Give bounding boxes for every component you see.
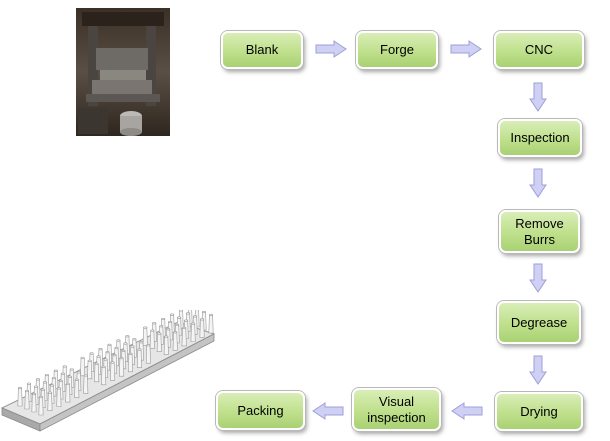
heat-sink-image [0,310,215,432]
step-packing-label: Packing [237,402,284,418]
arrow-down-icon [529,168,547,198]
step-degrease: Degrease [497,301,581,344]
step-remove-burrs-label: Remove Burrs [515,215,564,247]
step-visual-inspection: Visual inspection [352,388,441,431]
arrow-right-icon [450,40,482,58]
forging-press-photo [76,8,170,136]
step-drying: Drying [495,392,583,431]
step-inspection: Inspection [498,119,582,157]
step-inspection-label: Inspection [510,130,570,145]
arrow-down-icon [529,82,547,112]
step-forge-label: Forge [380,42,414,57]
arrow-down-icon [529,355,547,385]
step-drying-label: Drying [520,403,558,419]
arrow-down-icon [529,263,547,293]
step-packing: Packing [216,391,305,430]
arrow-right-icon [315,40,347,58]
step-blank: Blank [221,31,303,69]
step-visual-inspection-label: Visual inspection [367,393,426,425]
step-blank-label: Blank [245,42,279,57]
arrow-left-icon [312,402,344,420]
step-forge: Forge [356,31,438,69]
step-cnc-label: CNC [524,42,554,57]
step-cnc: CNC [494,31,584,69]
step-remove-burrs: Remove Burrs [499,210,580,253]
arrow-left-icon [451,402,483,420]
step-degrease-label: Degrease [510,314,568,330]
